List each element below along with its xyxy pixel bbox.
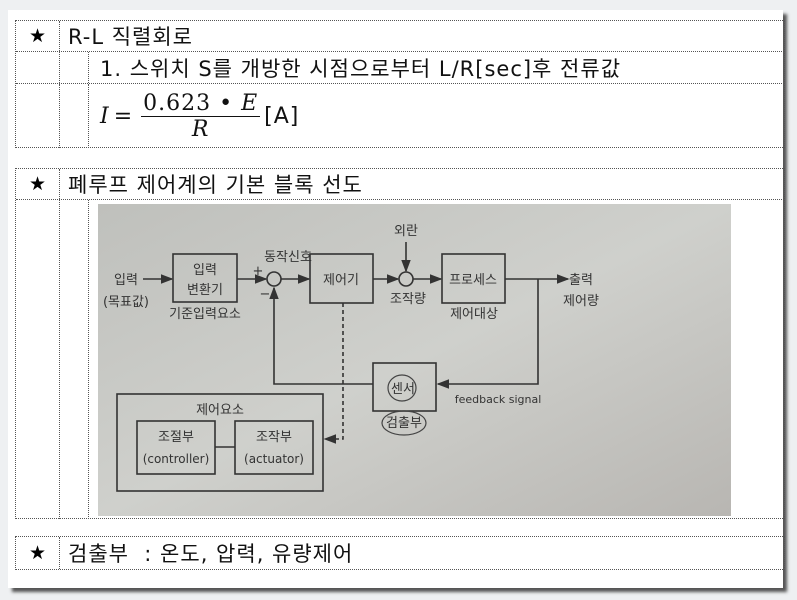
formula-denominator: R [191,116,210,142]
svg-text:조작량: 조작량 [390,292,426,307]
svg-text:제어요소: 제어요소 [196,403,244,418]
table-detector: ★ 검출부 : 온도, 압력, 유량제어 [15,536,785,570]
svg-text:제어대상: 제어대상 [450,307,498,322]
svg-text:+: + [253,264,264,279]
block-diagram-photo: 입력 (목표값) 입력 변환기 기준입력요소 동작신호 + − 제어기 외란 조… [98,204,731,516]
svg-text:(controller): (controller) [143,452,210,466]
row-item: 1. 스위치 S를 개방한 시점으로부터 L/R[sec]후 전류값 [16,52,784,84]
row-title: ★ 검출부 : 온도, 압력, 유량제어 [16,537,784,569]
row-title: ★ R-L 직렬회로 [16,21,784,52]
svg-text:동작신호: 동작신호 [264,250,312,265]
row-diagram: 입력 (목표값) 입력 변환기 기준입력요소 동작신호 + − 제어기 외란 조… [16,200,784,519]
svg-text:조절부: 조절부 [158,430,194,445]
svg-text:−: − [260,287,271,302]
star-icon: ★ [16,21,60,51]
svg-text:출력: 출력 [569,273,593,288]
formula-unit: [A] [264,103,300,129]
section-title: 폐루프 제어계의 기본 블록 선도 [68,173,363,197]
detector-text: 검출부 : 온도, 압력, 유량제어 [68,542,354,566]
star-icon: ★ [16,537,60,569]
svg-text:feedback signal: feedback signal [455,393,542,406]
formula: I = 0.623 • E R [A] [100,84,299,148]
row-title: ★ 폐루프 제어계의 기본 블록 선도 [16,169,784,200]
svg-text:제어기: 제어기 [323,273,359,288]
section-title: R-L 직렬회로 [68,25,193,49]
svg-text:조작부: 조작부 [256,430,292,445]
svg-text:센서: 센서 [391,382,415,397]
row-formula: I = 0.623 • E R [A] [16,84,784,148]
control-element-block [116,393,324,492]
star-icon: ★ [16,169,60,199]
formula-eq: = [113,103,134,129]
svg-text:기준입력요소: 기준입력요소 [169,307,241,322]
item-text: 1. 스위치 S를 개방한 시점으로부터 L/R[sec]후 전류값 [100,56,622,81]
svg-text:프로세스: 프로세스 [449,273,497,288]
table-block-diagram: ★ 폐루프 제어계의 기본 블록 선도 [15,168,785,519]
formula-lhs: I [100,103,110,129]
input-converter-block [172,253,238,303]
table-rl-circuit: ★ R-L 직렬회로 1. 스위치 S를 개방한 시점으로부터 L/R[sec]… [15,20,785,148]
svg-text:제어량: 제어량 [563,294,599,309]
label-input: 입력 [114,273,138,288]
svg-text:외란: 외란 [394,224,418,239]
svg-text:변환기: 변환기 [187,283,223,298]
svg-text:검출부: 검출부 [386,416,422,431]
svg-text:입력: 입력 [193,263,217,278]
svg-text:(목표값): (목표값) [103,295,149,310]
formula-fraction: 0.623 • E R [141,90,261,142]
svg-text:(actuator): (actuator) [244,452,304,466]
